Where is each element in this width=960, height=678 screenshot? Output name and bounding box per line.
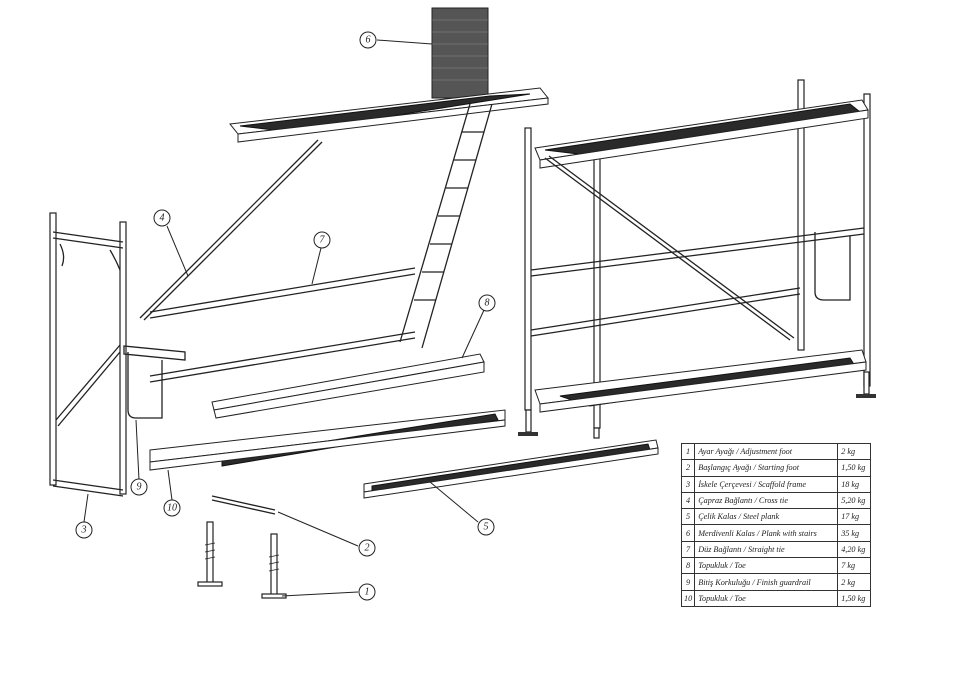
part-number: 8	[680, 557, 696, 575]
part-weight: 2 kg	[837, 442, 872, 461]
svg-text:3: 3	[81, 525, 87, 536]
svg-text:10: 10	[167, 503, 177, 514]
svg-text:6: 6	[366, 35, 371, 46]
part-number: 2	[680, 459, 696, 477]
callout-1: 1	[358, 583, 376, 601]
part-name: Başlangıç Ayağı / Starting foot	[694, 459, 839, 477]
part-name: Ayar Ayağı / Adjustment foot	[694, 442, 839, 461]
straight-tie-part	[149, 267, 416, 383]
part-weight: 17 kg	[837, 508, 872, 526]
callout-10: 10	[163, 499, 181, 517]
part-name: Merdivenli Kalas / Plank with stairs	[694, 524, 839, 542]
callout-2: 2	[358, 539, 376, 557]
part-name: Düz Bağlantı / Straight tie	[694, 540, 839, 559]
part-number: 1	[680, 442, 696, 461]
steel-plank-part	[149, 409, 659, 499]
callout-6: 6	[359, 31, 377, 49]
part-number: 5	[680, 508, 696, 526]
svg-text:5: 5	[484, 522, 489, 533]
scaffold-frame-part	[49, 212, 127, 497]
part-name: Topukluk / Toe	[694, 589, 839, 607]
part-number: 10	[680, 589, 696, 607]
part-weight: 18 kg	[837, 475, 872, 493]
finish-guardrail-part	[123, 345, 186, 419]
part-number: 9	[680, 573, 696, 591]
callout-9: 9	[130, 478, 148, 496]
assembled-scaffold	[518, 79, 876, 439]
part-number: 6	[680, 524, 696, 542]
part-weight: 4,20 kg	[837, 540, 872, 559]
svg-text:2: 2	[365, 543, 370, 554]
svg-text:1: 1	[365, 587, 370, 598]
svg-text:8: 8	[485, 298, 490, 309]
part-weight: 5,20 kg	[837, 491, 872, 510]
part-name: Çelik Kalas / Steel plank	[694, 508, 839, 526]
svg-text:7: 7	[320, 235, 326, 246]
callout-3: 3	[75, 521, 93, 539]
part-weight: 2 kg	[837, 573, 872, 591]
part-weight: 1,50 kg	[837, 589, 872, 607]
svg-text:4: 4	[160, 213, 165, 224]
callout-5: 5	[477, 518, 495, 536]
toe-board-part	[211, 353, 485, 419]
part-number: 4	[680, 491, 696, 510]
part-number: 3	[680, 475, 696, 493]
cross-tie-part	[139, 139, 323, 321]
part-name: Bitiş Korkuluğu / Finish guardrail	[694, 573, 839, 591]
part-number: 7	[680, 540, 696, 559]
callout-4: 4	[153, 209, 171, 227]
svg-text:9: 9	[137, 482, 142, 493]
callout-8: 8	[478, 294, 496, 312]
feet-part	[197, 495, 287, 599]
part-weight: 1,50 kg	[837, 459, 872, 477]
callout-7: 7	[313, 231, 331, 249]
part-weight: 7 kg	[837, 557, 872, 575]
part-name: Çapraz Bağlantı / Cross tie	[694, 491, 839, 510]
part-name: Topukluk / Toe	[694, 557, 839, 575]
part-name: İskele Çerçevesi / Scaffold frame	[694, 475, 839, 493]
callout-leaders	[83, 39, 485, 597]
plank-with-stairs-part	[229, 7, 549, 349]
part-weight: 35 kg	[837, 524, 872, 542]
